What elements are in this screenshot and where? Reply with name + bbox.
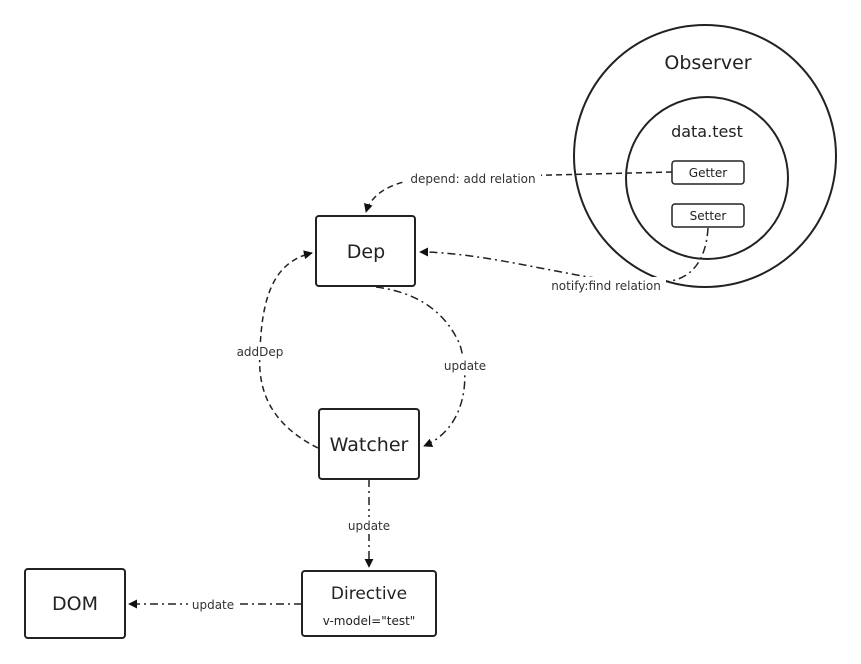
add-dep-label: addDep: [237, 345, 284, 359]
directive-sub-label: v-model="test": [323, 614, 416, 628]
observer-circle: [573, 24, 837, 288]
update-directive-dom-label: update: [192, 598, 234, 612]
update-dep-watcher-label-bg: [441, 357, 489, 374]
directive-label: Directive: [331, 584, 407, 604]
dom-label: DOM: [52, 593, 98, 615]
update-directive-dom-label-bg: [188, 596, 238, 613]
dep-label: Dep: [347, 241, 385, 263]
depend-label-bg: [404, 170, 541, 187]
update-watcher-directive-label-bg: [344, 517, 394, 534]
notify-label: notify:find relation: [551, 279, 661, 293]
data-test-circle: [625, 96, 789, 260]
add-dep-label-bg: [233, 343, 287, 360]
watcher-label: Watcher: [330, 434, 409, 456]
getter-label: Getter: [689, 166, 727, 180]
data-test-label: data.test: [671, 122, 743, 141]
dep-node: [315, 215, 416, 287]
notify-edge: [419, 227, 709, 283]
setter-node: [671, 203, 745, 228]
dom-node: [24, 568, 126, 639]
update-dep-watcher-label: update: [444, 359, 486, 373]
observer-label: Observer: [664, 52, 751, 74]
setter-label: Setter: [690, 209, 727, 223]
depend-label: depend: add relation: [410, 172, 535, 186]
update-watcher-directive-label: update: [348, 519, 390, 533]
notify-label-bg: [546, 277, 666, 294]
